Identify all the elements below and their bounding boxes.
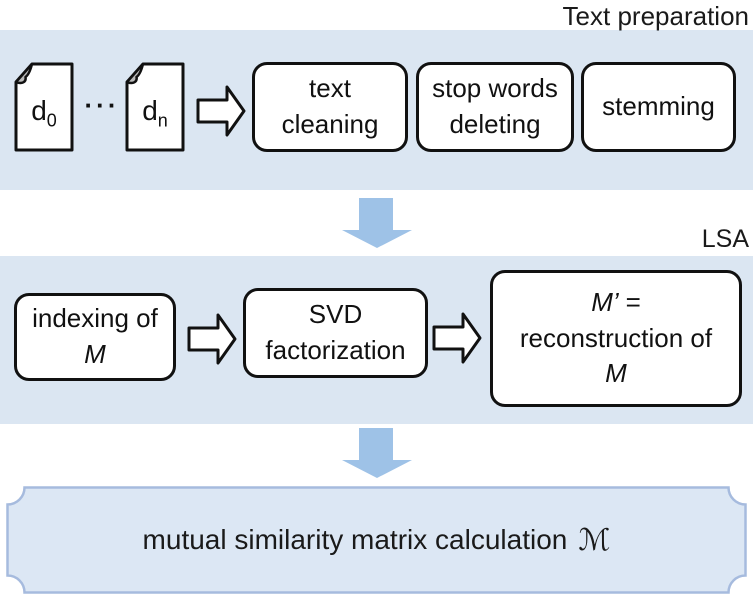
arrow-right-icon — [196, 85, 246, 137]
step-text-cleaning: text cleaning — [252, 62, 408, 152]
document-last-label: dn — [142, 95, 168, 131]
documents-ellipsis: ··· — [84, 90, 120, 120]
output-label: mutual similarity matrix calculation ℳ — [142, 522, 611, 558]
output-plaque — [6, 486, 747, 594]
document-icon — [125, 62, 185, 152]
arrow-down-icon — [342, 428, 412, 478]
script-m-symbol: ℳ — [578, 522, 611, 558]
arrow-right-icon — [187, 313, 237, 365]
arrow-right-icon — [432, 312, 482, 364]
document-icon — [14, 62, 74, 152]
arrow-down-icon — [342, 198, 412, 248]
step-stop-words-deleting: stop words deleting — [416, 62, 574, 152]
step-svd-factorization: SVD factorization — [243, 288, 428, 378]
lsa-title: LSA — [701, 225, 749, 253]
step-stemming: stemming — [581, 62, 736, 152]
step-reconstruction-of-m: M’= reconstruction of M — [490, 270, 742, 407]
step-indexing-of-m: indexing of M — [14, 293, 176, 381]
document-first-label: d0 — [31, 95, 57, 131]
text-preparation-title: Text preparation — [562, 1, 749, 31]
